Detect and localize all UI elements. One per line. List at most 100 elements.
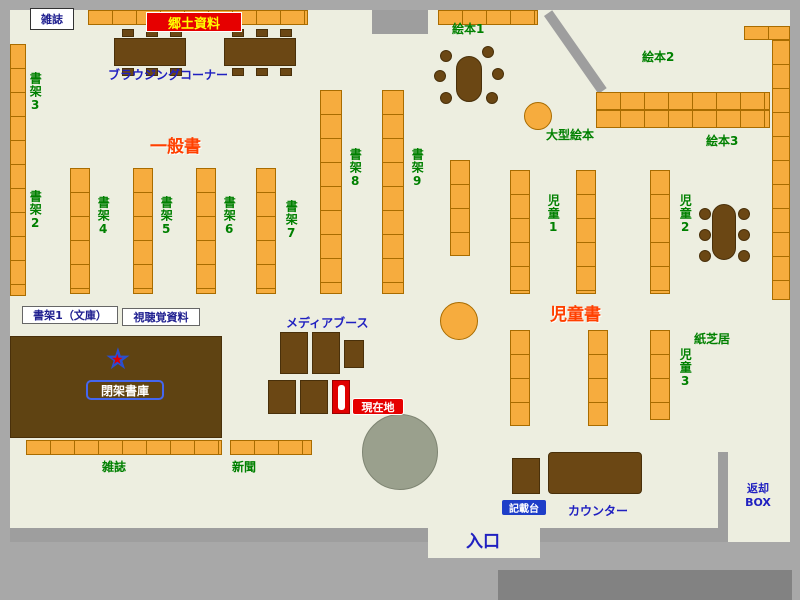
shoka7-label: 書架7	[284, 200, 299, 241]
shelf-shoka6	[196, 168, 216, 294]
shelf-right-wall	[772, 40, 790, 300]
browsing-table-1	[114, 38, 186, 66]
shelf-shoka5	[133, 168, 153, 294]
large-picture-book-stand	[524, 102, 552, 130]
shelf-ehon2-row2	[596, 110, 770, 128]
shoka6-label: 書架6	[222, 196, 237, 237]
star-inner-icon: ★	[111, 352, 124, 368]
shoka9-label: 書架9	[410, 148, 425, 189]
browsing-corner-label: ブラウジングコーナー	[108, 68, 229, 82]
local-materials-label: 郷土資料	[146, 12, 242, 32]
chair	[170, 68, 182, 76]
shelf-shoka8	[320, 90, 342, 294]
chair	[256, 29, 268, 37]
shoka2-label: 書架2	[28, 190, 43, 231]
kamishibai-label: 紙芝居	[694, 332, 731, 346]
shelf-lower-2	[588, 330, 608, 426]
magazines-bottom-label: 雑誌	[102, 460, 127, 474]
shoka5-label: 書架5	[159, 196, 174, 237]
shelf-center-small	[450, 160, 470, 256]
newspapers-label: 新聞	[232, 460, 257, 474]
outside-area	[498, 570, 792, 600]
ehon2-label: 絵本2	[642, 50, 675, 64]
current-location-booth	[332, 380, 350, 414]
wall-top-middle-block	[372, 10, 428, 34]
shelf-shoka4	[70, 168, 90, 294]
stool	[699, 229, 711, 241]
shelf-top-right-corner	[744, 26, 790, 40]
general-books-label: 一般書	[150, 137, 201, 157]
shelf-top-ehon1	[438, 10, 538, 25]
chair	[280, 68, 292, 76]
closed-stacks-label: 閉架書庫	[86, 380, 164, 400]
chair	[280, 29, 292, 37]
chair	[146, 68, 158, 76]
chair	[122, 29, 134, 37]
stool	[434, 70, 446, 82]
browsing-table-2	[224, 38, 296, 66]
wall-bottom-left	[10, 528, 428, 542]
jido2-label: 児童2	[678, 194, 693, 235]
chair	[232, 68, 244, 76]
shelf-shoka9	[382, 90, 404, 294]
shelf-left-wall	[10, 44, 26, 296]
closed-stacks-room	[10, 336, 222, 438]
media-booth-4	[268, 380, 296, 414]
writing-stand	[512, 458, 540, 494]
stool	[738, 250, 750, 262]
star-marker: ★ ★	[102, 344, 134, 376]
return-box-line2: BOX	[745, 496, 771, 510]
media-booth-3	[344, 340, 364, 368]
shelf-jido2-left	[650, 170, 670, 294]
magazines-top-label: 雑誌	[30, 8, 74, 30]
large-picture-books-label: 大型絵本	[546, 128, 595, 142]
star-outer-icon: ★	[104, 342, 132, 377]
shelf-jido3	[650, 330, 670, 420]
counter-label: カウンター	[568, 504, 629, 518]
entrance-label: 入口	[466, 532, 500, 552]
booth-stripe	[338, 385, 345, 410]
shelf-magazines-bottom	[26, 440, 222, 455]
current-location-label: 現在地	[352, 398, 404, 415]
wall-return-room	[718, 452, 728, 542]
jido3-label: 児童3	[678, 348, 693, 389]
reading-table-circle	[440, 302, 478, 340]
jido2-table	[712, 204, 736, 260]
chair	[256, 68, 268, 76]
stool	[440, 50, 452, 62]
chair	[122, 68, 134, 76]
pillar-circle	[362, 414, 438, 490]
media-booth-1	[280, 332, 308, 374]
stool	[440, 92, 452, 104]
wall-bottom-right	[540, 528, 718, 542]
stool	[699, 250, 711, 262]
media-booth-label: メディアブース	[286, 316, 369, 330]
ehon3-label: 絵本3	[706, 134, 739, 148]
av-materials-label: 視聴覚資料	[122, 308, 200, 326]
return-box-line1: 返却	[747, 482, 769, 495]
shelf-newspapers	[230, 440, 312, 455]
ehon1-table	[456, 56, 482, 102]
shoka8-label: 書架8	[348, 148, 363, 189]
writing-stand-label: 記載台	[502, 500, 546, 515]
counter-desk	[548, 452, 642, 494]
stool	[738, 229, 750, 241]
shelf-lower-1	[510, 330, 530, 426]
entrance-gap-floor	[428, 542, 540, 558]
shelf-shoka7	[256, 168, 276, 294]
stool	[482, 46, 494, 58]
ehon1-label: 絵本1	[452, 22, 485, 36]
shelf-jido1-left	[510, 170, 530, 294]
media-booth-5	[300, 380, 328, 414]
stool	[738, 208, 750, 220]
shelf-jido1-right	[576, 170, 596, 294]
stool	[699, 208, 711, 220]
return-box-label: 返却 BOX	[730, 482, 786, 511]
shoka1-bunko-label: 書架1（文庫）	[22, 306, 118, 324]
shoka3-label: 書架3	[28, 72, 43, 113]
shoka4-label: 書架4	[96, 196, 111, 237]
media-booth-2	[312, 332, 340, 374]
jido1-label: 児童1	[546, 194, 561, 235]
stool	[486, 92, 498, 104]
